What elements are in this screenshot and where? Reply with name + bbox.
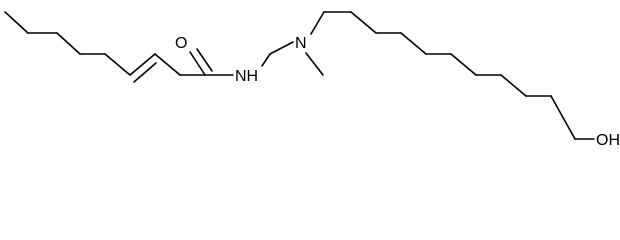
bond-n-methyl bbox=[305, 52, 324, 76]
alkyl-chain-octenoyl bbox=[4, 11, 131, 76]
amine-nitrogen-label: N bbox=[295, 35, 307, 52]
carbonyl-double-bond bbox=[189, 48, 213, 76]
carbonyl-oxygen-label: O bbox=[175, 35, 187, 52]
molecule-structure: O NH N OH bbox=[4, 11, 620, 149]
bond-c8-c7 bbox=[4, 11, 29, 34]
bond-c2-c1 bbox=[154, 53, 181, 76]
bond-n-c1-decyl bbox=[310, 11, 325, 35]
double-bond-c3-c2 bbox=[129, 53, 157, 83]
bond-c4-c3 bbox=[104, 53, 131, 76]
structure-canvas: O NH N OH bbox=[4, 11, 620, 149]
alkyl-chain-decyl bbox=[323, 11, 595, 140]
amide-nitrogen-label: NH bbox=[235, 68, 258, 85]
bond-c6-c5 bbox=[56, 32, 81, 55]
bond-nh-ch2 bbox=[261, 53, 271, 67]
hydroxyl-label: OH bbox=[596, 132, 620, 149]
bond-ch2-n bbox=[269, 41, 294, 55]
